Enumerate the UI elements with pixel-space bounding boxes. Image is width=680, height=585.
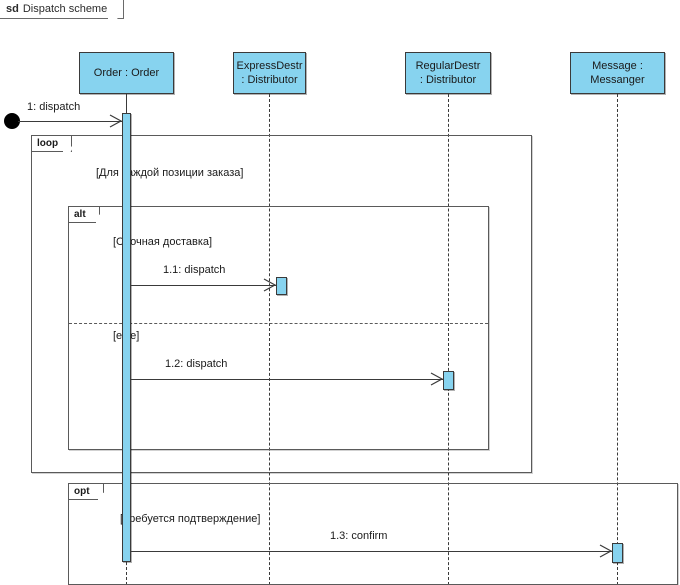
frame-header-tab: sd Dispatch scheme xyxy=(0,0,125,19)
message-line-dispatch-express[interactable] xyxy=(131,285,276,286)
message-label-dispatch-express: 1.1: dispatch xyxy=(163,264,226,276)
lifeline-label-messenger-line1: Message : xyxy=(592,60,643,72)
lifeline-label-regular-line1: RegularDestr xyxy=(415,60,481,72)
frame-tab-corner-clip xyxy=(108,0,122,20)
lifeline-head-messenger[interactable]: Message : Messanger xyxy=(570,52,665,94)
lifeline-messenger xyxy=(617,94,618,585)
message-line-dispatch-regular[interactable] xyxy=(131,379,443,380)
lifeline-head-regular-destr[interactable]: RegularDestr : Distributor xyxy=(405,52,491,94)
message-label-dispatch-found: 1: dispatch xyxy=(27,101,81,113)
fragment-loop-guard: [Для каждой позиции заказа] xyxy=(96,167,244,179)
arrowhead-dispatch-express xyxy=(263,278,276,292)
activation-bar-regular-destr[interactable] xyxy=(443,371,454,390)
message-label-confirm: 1.3: confirm xyxy=(330,530,388,542)
fragment-loop-label-clip xyxy=(63,136,75,153)
message-line-dispatch-found[interactable] xyxy=(18,121,122,122)
fragment-alt[interactable]: alt xyxy=(68,206,489,450)
fragment-alt-guard: [Срочная доставка] xyxy=(113,236,213,248)
frame-title: Dispatch scheme xyxy=(22,3,108,15)
fragment-opt-label-clip xyxy=(98,484,110,501)
lifeline-label-express-line2: : Distributor xyxy=(241,74,298,86)
lifeline-head-order[interactable]: Order : Order xyxy=(79,52,174,94)
lifeline-regular-destr xyxy=(448,94,449,585)
fragment-alt-label-clip xyxy=(96,207,108,224)
found-message-start-dot xyxy=(4,113,20,129)
lifeline-label-messenger-line2: Messanger xyxy=(590,74,645,86)
message-label-dispatch-regular: 1.2: dispatch xyxy=(165,358,228,370)
arrowhead-dispatch-regular xyxy=(430,372,443,386)
lifeline-label-regular-line2: : Distributor xyxy=(419,74,477,86)
fragment-loop[interactable]: loop xyxy=(31,135,532,473)
activation-bar-order[interactable] xyxy=(122,113,131,562)
fragment-opt-guard: [Требуется подтверждение] xyxy=(120,513,261,525)
activation-bar-express-destr[interactable] xyxy=(276,277,287,295)
message-line-confirm[interactable] xyxy=(131,551,612,552)
fragment-alt-divider xyxy=(69,323,488,324)
arrowhead-dispatch-found xyxy=(109,114,122,128)
lifeline-label-express-line1: ExpressDestr xyxy=(236,60,303,72)
arrowhead-confirm xyxy=(599,544,612,558)
activation-bar-messenger[interactable] xyxy=(612,543,623,563)
frame-keyword: sd xyxy=(6,3,19,15)
lifeline-label-order-line1: Order : Order xyxy=(93,67,160,79)
lifeline-head-express-destr[interactable]: ExpressDestr : Distributor xyxy=(233,52,306,94)
lifeline-express-destr xyxy=(269,94,270,585)
